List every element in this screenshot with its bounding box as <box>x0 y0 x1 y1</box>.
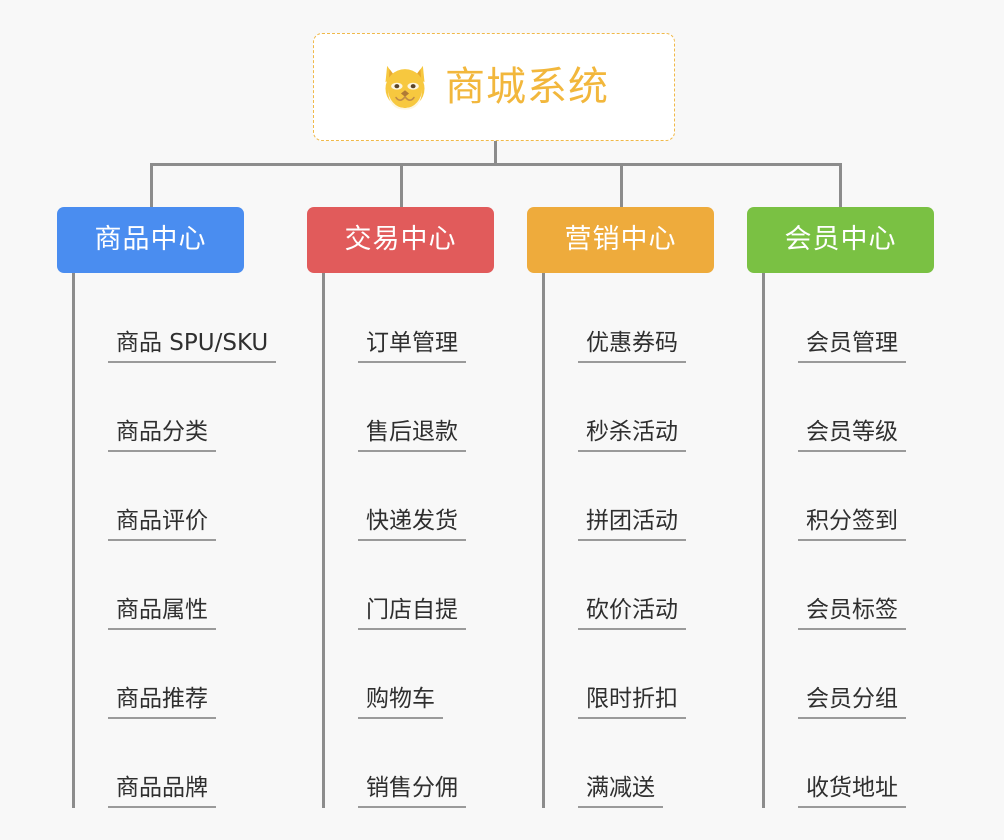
branch-header-trade[interactable]: 交易中心 <box>307 207 494 273</box>
list-item[interactable]: 收货地址 <box>765 719 934 808</box>
branch-column-product: 商品中心 商品 SPU/SKU 商品分类 商品评价 商品属性 商品推荐 商品品牌 <box>57 207 277 808</box>
connector-drop-1 <box>150 163 153 208</box>
list-item-label: 销售分佣 <box>358 775 466 808</box>
list-item-label: 砍价活动 <box>578 597 686 630</box>
list-item[interactable]: 商品属性 <box>75 541 276 630</box>
list-item-label: 收货地址 <box>798 775 906 808</box>
list-item[interactable]: 商品评价 <box>75 452 276 541</box>
list-item-label: 订单管理 <box>358 330 466 363</box>
list-item[interactable]: 满减送 <box>545 719 714 808</box>
branch-items-trade: 订单管理 售后退款 快递发货 门店自提 购物车 销售分佣 <box>322 273 494 808</box>
list-item[interactable]: 会员分组 <box>765 630 934 719</box>
list-item-label: 购物车 <box>358 686 443 719</box>
list-item[interactable]: 商品品牌 <box>75 719 276 808</box>
list-item-label: 会员等级 <box>798 419 906 452</box>
list-item[interactable]: 拼团活动 <box>545 452 714 541</box>
list-item[interactable]: 商品推荐 <box>75 630 276 719</box>
connector-drop-3 <box>620 163 623 208</box>
branch-column-member: 会员中心 会员管理 会员等级 积分签到 会员标签 会员分组 收货地址 <box>747 207 934 808</box>
connector-drop-2 <box>400 163 403 208</box>
connector-root-stem <box>494 141 497 165</box>
list-item-label: 商品 SPU/SKU <box>108 330 277 363</box>
branch-column-marketing: 营销中心 优惠券码 秒杀活动 拼团活动 砍价活动 限时折扣 满减送 <box>527 207 714 808</box>
list-item-label: 优惠券码 <box>578 330 686 363</box>
list-item-label: 秒杀活动 <box>578 419 686 452</box>
root-title: 商城系统 <box>445 64 609 110</box>
list-item-label: 门店自提 <box>358 597 466 630</box>
root-node-shop-system[interactable]: 商城系统 <box>313 33 675 141</box>
list-item[interactable]: 门店自提 <box>325 541 494 630</box>
branch-column-trade: 交易中心 订单管理 售后退款 快递发货 门店自提 购物车 销售分佣 <box>307 207 494 808</box>
list-item-label: 满减送 <box>578 775 663 808</box>
list-item-label: 会员管理 <box>798 330 906 363</box>
list-item-label: 商品推荐 <box>108 686 216 719</box>
list-item-label: 会员分组 <box>798 686 906 719</box>
branch-items-member: 会员管理 会员等级 积分签到 会员标签 会员分组 收货地址 <box>762 273 934 808</box>
connector-horizontal-bus <box>150 163 839 166</box>
list-item-label: 限时折扣 <box>578 686 686 719</box>
list-item[interactable]: 会员等级 <box>765 363 934 452</box>
list-item-label: 快递发货 <box>358 508 466 541</box>
connector-drop-4 <box>839 163 842 208</box>
list-item[interactable]: 积分签到 <box>765 452 934 541</box>
list-item[interactable]: 商品 SPU/SKU <box>75 274 277 363</box>
list-item-label: 商品评价 <box>108 508 216 541</box>
list-item-label: 商品属性 <box>108 597 216 630</box>
list-item-label: 会员标签 <box>798 597 906 630</box>
branch-items-marketing: 优惠券码 秒杀活动 拼团活动 砍价活动 限时折扣 满减送 <box>542 273 714 808</box>
list-item[interactable]: 限时折扣 <box>545 630 714 719</box>
list-item[interactable]: 会员管理 <box>765 274 934 363</box>
list-item[interactable]: 砍价活动 <box>545 541 714 630</box>
branch-items-product: 商品 SPU/SKU 商品分类 商品评价 商品属性 商品推荐 商品品牌 <box>72 273 277 808</box>
list-item[interactable]: 秒杀活动 <box>545 363 714 452</box>
list-item[interactable]: 售后退款 <box>325 363 494 452</box>
list-item[interactable]: 商品分类 <box>75 363 276 452</box>
list-item-label: 售后退款 <box>358 419 466 452</box>
list-item[interactable]: 购物车 <box>325 630 494 719</box>
list-item-label: 商品品牌 <box>108 775 216 808</box>
branch-header-product[interactable]: 商品中心 <box>57 207 244 273</box>
list-item-label: 积分签到 <box>798 508 906 541</box>
list-item-label: 拼团活动 <box>578 508 686 541</box>
shiba-dog-face-icon <box>385 65 425 110</box>
list-item[interactable]: 会员标签 <box>765 541 934 630</box>
list-item[interactable]: 优惠券码 <box>545 274 714 363</box>
list-item[interactable]: 快递发货 <box>325 452 494 541</box>
list-item-label: 商品分类 <box>108 419 216 452</box>
branch-header-marketing[interactable]: 营销中心 <box>527 207 714 273</box>
branch-header-member[interactable]: 会员中心 <box>747 207 934 273</box>
list-item[interactable]: 订单管理 <box>325 274 494 363</box>
list-item[interactable]: 销售分佣 <box>325 719 494 808</box>
